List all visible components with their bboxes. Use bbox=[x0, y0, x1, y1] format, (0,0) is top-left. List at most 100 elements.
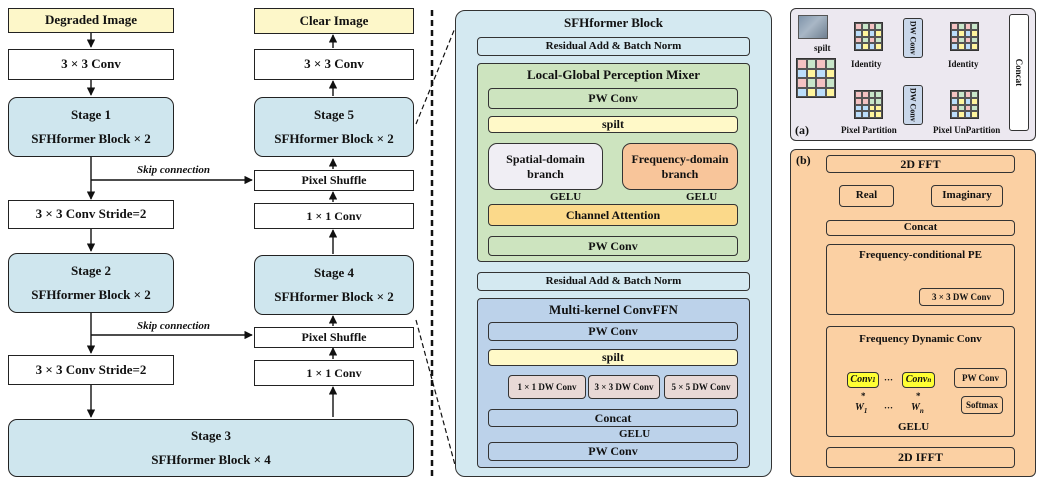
frequency-branch-label: Frequency-domain branch bbox=[631, 152, 729, 181]
grid-cell bbox=[868, 97, 876, 105]
grid-cell bbox=[861, 111, 869, 118]
ffn-concat-label: Concat bbox=[594, 410, 632, 425]
grid-cell bbox=[861, 23, 869, 30]
panel-a-label: (a) bbox=[795, 123, 809, 137]
concat-b-label: Concat bbox=[903, 221, 938, 234]
grid-cell bbox=[957, 36, 965, 44]
softmax-label: Softmax bbox=[966, 399, 998, 410]
fft-label: 2D FFT bbox=[900, 156, 941, 171]
ffn-concat: Concat bbox=[488, 409, 738, 427]
residual-norm-2-label: Residual Add & Batch Norm bbox=[545, 274, 682, 287]
fcpe-title: Frequency-conditional PE bbox=[859, 249, 982, 261]
identity-label-2: Identity bbox=[948, 59, 979, 69]
grid-cell bbox=[875, 29, 882, 37]
downsample2-box: 3 × 3 Conv Stride=2 bbox=[8, 355, 174, 385]
pixel-shuffle-2-label: Pixel Shuffle bbox=[301, 330, 367, 344]
grid-cell bbox=[964, 97, 972, 105]
conv-n-text: Conv bbox=[905, 374, 928, 385]
downsample1-label: 3 × 3 Conv Stride=2 bbox=[35, 206, 147, 222]
grid-cell bbox=[875, 104, 882, 112]
concat-b: Concat bbox=[826, 220, 1015, 236]
weight-1: W1 bbox=[855, 402, 867, 415]
pixel-shuffle-1-box: Pixel Shuffle bbox=[254, 170, 414, 191]
grid-cell bbox=[951, 43, 958, 50]
conv-in-box: 3 × 3 Conv bbox=[8, 49, 174, 80]
grid-cell bbox=[875, 111, 882, 118]
grid-cell bbox=[957, 104, 965, 112]
input-grid bbox=[796, 58, 836, 98]
spilt-1-label: spilt bbox=[601, 117, 624, 132]
grid-cell bbox=[964, 104, 972, 112]
stage5-box: Stage 5 SFHformer Block × 2 bbox=[254, 97, 414, 157]
dw-conv-1x1: 1 × 1 DW Conv bbox=[508, 375, 586, 399]
dw-conv-5x5-label: 5 × 5 DW Conv bbox=[671, 381, 731, 392]
pixel-shuffle-2-box: Pixel Shuffle bbox=[254, 327, 414, 348]
dw-conv-a1: DW Conv bbox=[903, 18, 923, 58]
grid-cell bbox=[971, 23, 978, 30]
grid-cell bbox=[816, 78, 826, 88]
grid-cell bbox=[855, 23, 862, 30]
pw-conv-4: PW Conv bbox=[488, 442, 738, 461]
grid-cell bbox=[957, 91, 965, 98]
clear-image-label: Clear Image bbox=[299, 12, 369, 28]
pw-conv-b: PW Conv bbox=[954, 368, 1007, 388]
grid-cell bbox=[971, 104, 978, 112]
pw-conv-b-label: PW Conv bbox=[961, 372, 1000, 383]
pw-conv-3: PW Conv bbox=[488, 322, 738, 341]
imag-label: Imaginary bbox=[942, 189, 992, 202]
stage3-box: Stage 3 SFHformer Block × 4 bbox=[8, 419, 414, 477]
star-n: * bbox=[916, 391, 921, 401]
fdc-title: Frequency Dynamic Conv bbox=[859, 333, 982, 345]
grid-cell bbox=[816, 87, 826, 97]
pw-conv-3-label: PW Conv bbox=[588, 324, 638, 339]
weight-n-sub: n bbox=[919, 407, 924, 415]
conv-1-sub: 1 bbox=[872, 375, 876, 384]
stage2-box: Stage 2 SFHformer Block × 2 bbox=[8, 253, 174, 313]
conv-in-label: 3 × 3 Conv bbox=[61, 56, 121, 72]
identity-grid-out bbox=[950, 22, 979, 51]
residual-norm-1: Residual Add & Batch Norm bbox=[477, 37, 750, 56]
grid-cell bbox=[951, 23, 958, 30]
grid-cell bbox=[964, 23, 972, 30]
skip-connection-label-2: Skip connection bbox=[137, 320, 211, 332]
grid-cell bbox=[806, 78, 816, 88]
grid-cell bbox=[971, 29, 978, 37]
grid-cell bbox=[816, 59, 826, 69]
panel-b-label: (b) bbox=[796, 153, 811, 167]
stage1-subtitle: SFHformer Block × 2 bbox=[31, 131, 151, 146]
grid-cell bbox=[971, 97, 978, 105]
ffn-title: Multi-kernel ConvFFN bbox=[549, 302, 678, 317]
grid-cell bbox=[951, 29, 958, 37]
conv1x1-b-label: 1 × 1 Conv bbox=[306, 365, 362, 380]
conv-out-box: 3 × 3 Conv bbox=[254, 49, 414, 80]
spilt-2: spilt bbox=[488, 349, 738, 366]
stage1-title: Stage 1 bbox=[70, 106, 112, 122]
partition-grid-in bbox=[854, 90, 883, 119]
stage2-subtitle: SFHformer Block × 2 bbox=[31, 287, 151, 302]
dw-conv-3x3: 3 × 3 DW Conv bbox=[588, 375, 660, 399]
clear-image-box: Clear Image bbox=[254, 8, 414, 34]
pw-conv-2: PW Conv bbox=[488, 236, 738, 256]
residual-norm-1-label: Residual Add & Batch Norm bbox=[545, 39, 682, 52]
ifft-label: 2D IFFT bbox=[898, 450, 943, 465]
panel-a-spilt-label: spilt bbox=[814, 43, 831, 53]
grid-cell bbox=[971, 111, 978, 118]
identity-label-1: Identity bbox=[851, 59, 882, 69]
weight-1-sub: 1 bbox=[863, 407, 868, 415]
ellipsis-1: ··· bbox=[884, 375, 894, 385]
grid-cell bbox=[951, 111, 958, 118]
grid-cell bbox=[951, 36, 958, 44]
stage5-title: Stage 5 bbox=[313, 106, 355, 122]
grid-cell bbox=[855, 104, 862, 112]
lgpm-title: Local-Global Perception Mixer bbox=[526, 67, 701, 82]
grid-cell bbox=[861, 97, 869, 105]
dw-conv-a1-label: DW Conv bbox=[908, 21, 918, 55]
grid-cell bbox=[957, 23, 965, 30]
grid-cell bbox=[855, 97, 862, 105]
grid-cell bbox=[861, 36, 869, 44]
pixel-partition-label: Pixel Partition bbox=[841, 125, 897, 135]
dw-conv-1x1-label: 1 × 1 DW Conv bbox=[517, 381, 577, 392]
skip-connection-label-1: Skip connection bbox=[137, 164, 211, 176]
gelu-label-b: GELU bbox=[686, 191, 718, 203]
